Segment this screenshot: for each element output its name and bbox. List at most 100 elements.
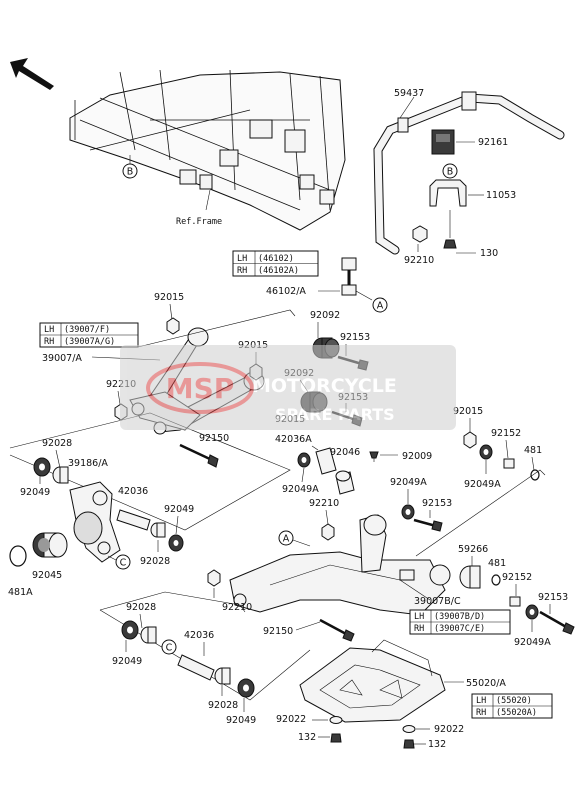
callout-A-lower: A <box>278 530 311 547</box>
svg-text:(39007A/G): (39007A/G) <box>64 337 115 347</box>
label-92028-d: 92028 <box>208 700 238 711</box>
svg-text:RH: RH <box>237 266 247 276</box>
bolt-92150-a <box>179 443 219 468</box>
washer-92022-right <box>402 725 416 733</box>
bolt-92153-c <box>413 518 443 532</box>
svg-text:RH: RH <box>44 337 54 347</box>
callout-B-bracket: B <box>442 163 458 179</box>
washer-92049A-a <box>297 452 311 468</box>
label-481-b: 481 <box>488 558 506 569</box>
label-92049A-d: 92049A <box>514 637 551 648</box>
washer-92049A-c <box>479 444 493 460</box>
svg-text:(39007C/E): (39007C/E) <box>434 624 485 634</box>
label-42036-b: 42036 <box>184 630 214 641</box>
label-92028-c: 92028 <box>126 602 156 613</box>
svg-text:(39007/F): (39007/F) <box>64 325 110 335</box>
reference-frame <box>69 69 346 231</box>
lower-a-arm-39007B <box>229 514 451 616</box>
watermark-line2: SPARE PARTS <box>275 405 395 424</box>
label-46102A: 46102/A <box>266 286 306 297</box>
svg-text:B: B <box>127 167 134 178</box>
label-92049A-a: 92049A <box>282 484 319 495</box>
callout-C-lower: C <box>161 639 177 655</box>
nut-92210-top <box>412 225 428 243</box>
bracket-11053 <box>429 179 467 207</box>
circlip-481A <box>9 545 27 567</box>
label-132-a: 132 <box>298 732 316 743</box>
bushing-59266 <box>459 565 481 589</box>
bushing-92028-d <box>214 667 231 685</box>
spacer-92152-a <box>503 458 515 469</box>
label-92049A-b: 92049A <box>390 477 427 488</box>
bushing-92028-a <box>52 466 69 484</box>
msp-logo: MSP <box>146 362 254 414</box>
label-92049-d: 92049 <box>226 715 256 726</box>
label-39186A: 39186/A <box>68 458 108 469</box>
label-59266: 59266 <box>458 544 488 555</box>
bolt-92150-b <box>319 618 355 642</box>
label-42036A: 42036A <box>275 434 312 445</box>
label-92015-d: 92015 <box>453 406 483 417</box>
label-92210-c: 92210 <box>309 498 339 509</box>
callout-C-knuckle: C <box>107 554 131 570</box>
washer-92049A-b <box>401 504 415 520</box>
label-92046: 92046 <box>330 447 360 458</box>
svg-text:(46102): (46102) <box>258 254 294 264</box>
svg-text:B: B <box>447 167 454 178</box>
label-92049A-c: 92049A <box>464 479 501 490</box>
label-92028-a: 92028 <box>42 438 72 449</box>
label-92028-b: 92028 <box>140 556 170 567</box>
nut-92210-c <box>321 523 335 541</box>
label-42036-a: 42036 <box>118 486 148 497</box>
bolt-92153-d <box>539 610 575 635</box>
bolt-132-left <box>330 733 342 743</box>
svg-text:(55020): (55020) <box>496 696 532 706</box>
bolt-132-right <box>403 739 415 749</box>
tie-rod-46102A <box>341 257 373 301</box>
svg-text:LH: LH <box>476 696 486 706</box>
bushing-92046 <box>335 470 355 495</box>
stabilizer-bar-59437 <box>373 91 565 255</box>
label-92092-a: 92092 <box>310 310 340 321</box>
svg-text:RH: RH <box>414 624 424 634</box>
label-92049-a: 92049 <box>20 487 50 498</box>
label-130: 130 <box>480 248 498 259</box>
label-11053: 11053 <box>486 190 516 201</box>
collar-42036A <box>315 447 337 475</box>
label-92152-b: 92152 <box>502 572 532 583</box>
svg-text:LH: LH <box>44 325 54 335</box>
bushing-92028-b <box>150 522 166 538</box>
table-39007B: LH (39007B/D) RH (39007C/E) <box>409 609 511 635</box>
bearing-92045 <box>32 532 68 558</box>
watermark: MSP MOTORCYCLE SPARE PARTS <box>120 345 456 430</box>
label-92022-a: 92022 <box>276 714 306 725</box>
label-92049-c: 92049 <box>112 656 142 667</box>
label-92015-a: 92015 <box>154 292 184 303</box>
label-132-b: 132 <box>428 739 446 750</box>
nut-92015-d <box>463 431 477 449</box>
table-55020: LH (55020) RH (55020A) <box>471 693 553 719</box>
label-481A: 481A <box>8 587 33 598</box>
grease-nipple-92009 <box>369 451 379 462</box>
label-92152-a: 92152 <box>491 428 521 439</box>
label-92153-a: 92153 <box>340 332 370 343</box>
svg-text:C: C <box>120 558 127 569</box>
bolt-130 <box>443 210 457 249</box>
svg-text:RH: RH <box>476 708 486 718</box>
label-55020A: 55020/A <box>466 678 506 689</box>
svg-text:(55020A): (55020A) <box>496 708 537 718</box>
washer-481-b <box>491 574 501 586</box>
label-92210-d: 92210 <box>222 602 252 613</box>
label-92150-b: 92150 <box>263 626 293 637</box>
washer-92049-d <box>237 678 255 698</box>
washer-92049-c <box>121 620 139 640</box>
bushing-92161 <box>431 129 455 155</box>
table-39007A: LH (39007/F) RH (39007A/G) <box>39 322 139 348</box>
label-92153-c: 92153 <box>422 498 452 509</box>
spacer-92152-b <box>509 596 521 607</box>
label-92045: 92045 <box>32 570 62 581</box>
label-39007BC: 39007B/C <box>414 596 461 607</box>
label-39007A: 39007/A <box>42 353 82 364</box>
